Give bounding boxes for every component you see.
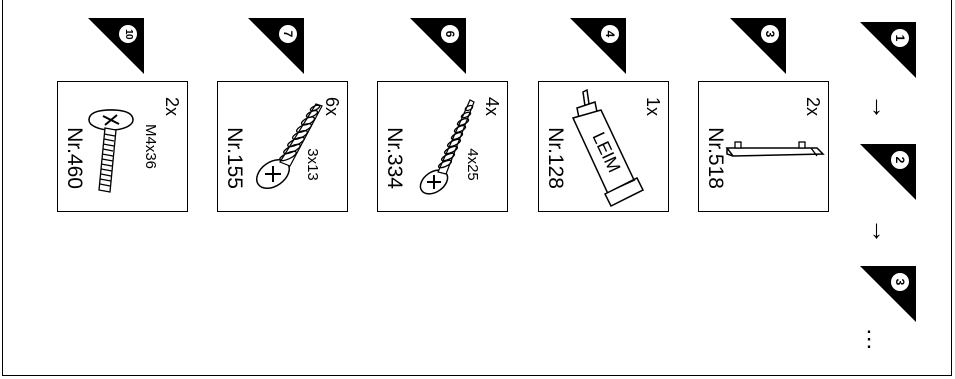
- sequence-badge-1: 1: [860, 22, 916, 78]
- part-card-460: 2x M4x36 Nr.460: [57, 81, 188, 212]
- step-badge-10: 10: [88, 18, 144, 74]
- down-arrow-icon: ↓: [870, 216, 883, 242]
- part-number-label: Nr.128: [543, 112, 567, 204]
- size-label: M4x36: [142, 124, 159, 169]
- step-number: 2: [891, 151, 909, 169]
- step-badge-6: 6: [410, 18, 466, 74]
- quantity-label: 1x: [642, 97, 663, 116]
- quantity-label: 4x: [481, 97, 502, 116]
- step-number: 1: [891, 29, 909, 47]
- step-number: 4: [601, 25, 619, 43]
- quantity-label: 2x: [802, 97, 823, 116]
- step-badge-4: 4: [570, 18, 626, 74]
- part-card-155: 6x 3x13 Nr.155: [217, 81, 348, 212]
- sequence-badge-3: 3: [860, 266, 916, 322]
- step-number: 3: [761, 25, 779, 43]
- step-badge-3: 3: [730, 18, 786, 74]
- part-number-label: Nr.460: [62, 112, 86, 204]
- down-arrow-icon: ↓: [870, 92, 883, 118]
- step-number: 7: [279, 25, 297, 43]
- step-number: 6: [441, 25, 459, 43]
- step-number: 3: [891, 273, 909, 291]
- step-badge-7: 7: [248, 18, 304, 74]
- part-number-label: Nr.518: [703, 112, 727, 204]
- step-number: 10: [119, 25, 137, 43]
- size-label: 3x13: [304, 148, 321, 181]
- part-card-518: 2x Nr.518: [698, 81, 829, 212]
- more-steps-ellipsis: ⋮: [858, 328, 880, 350]
- part-card-128: LEIM 1x Nr.128: [538, 81, 669, 212]
- size-label: 4x25: [464, 148, 481, 181]
- quantity-label: 2x: [161, 97, 182, 116]
- quantity-label: 6x: [321, 97, 342, 116]
- part-number-label: Nr.334: [382, 112, 406, 204]
- sequence-badge-2: 2: [860, 144, 916, 200]
- part-card-334: 4x 4x25 Nr.334: [377, 81, 508, 212]
- part-number-label: Nr.155: [222, 112, 246, 204]
